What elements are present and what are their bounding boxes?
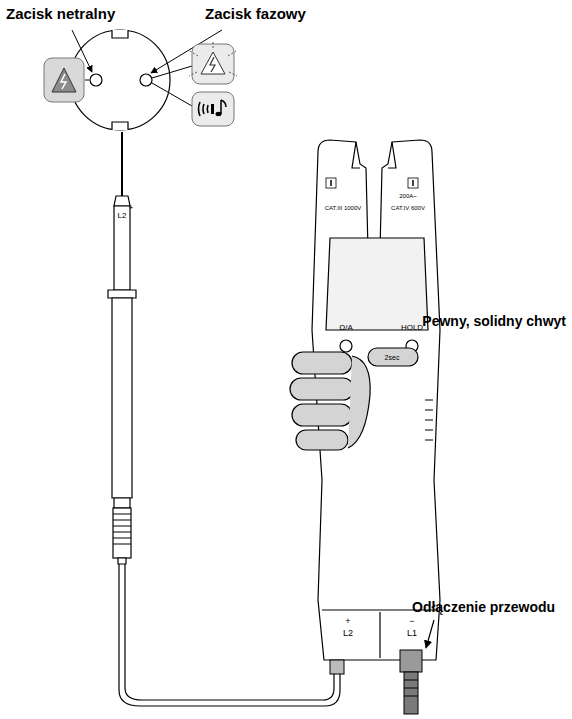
button-label: Ω/A <box>339 324 353 333</box>
button-label: HOLD <box>401 324 423 333</box>
leader-lines <box>152 66 192 78</box>
tester-body <box>408 178 418 188</box>
terminal-marking: + <box>345 617 350 627</box>
tester-body <box>425 410 433 411</box>
socket-face <box>70 30 170 130</box>
phase-lamp-icon <box>189 42 237 76</box>
leader-arrow <box>426 620 434 648</box>
rating-marking: CAT.III 1000V <box>325 205 362 212</box>
socket-face <box>90 74 102 86</box>
socket-face <box>112 122 128 130</box>
test-probe <box>121 132 123 196</box>
tester-body <box>326 238 428 330</box>
phase-lamp-icon <box>192 44 234 84</box>
terminal-marking: L2 <box>118 212 127 221</box>
tester-body <box>425 400 433 401</box>
phase-lamp-icon <box>229 72 237 76</box>
socket-face <box>112 30 128 38</box>
phase-buzzer-icon <box>206 105 208 113</box>
gripping-hand <box>368 348 418 366</box>
phase-lamp-icon <box>201 52 225 74</box>
gripping-hand <box>290 378 354 400</box>
test-probe <box>108 290 136 298</box>
terminal-marking: L1 <box>407 629 417 639</box>
neutral-warning-icon <box>44 58 84 102</box>
phase-buzzer-icon <box>220 100 222 114</box>
phase-lamp-icon <box>190 51 198 56</box>
tester-body <box>330 180 332 186</box>
probe-cable <box>119 564 340 706</box>
cable-plug <box>330 660 344 674</box>
phase-buzzer-icon <box>199 102 201 116</box>
probe-cable <box>125 564 334 700</box>
callout-label: Pewny, solidny chwyt <box>422 314 566 329</box>
terminal-marking: L2 <box>343 629 353 639</box>
neutral-warning-icon <box>52 68 76 92</box>
terminal-marking: + <box>129 204 134 213</box>
leader-lines <box>85 80 89 81</box>
callout-label: Odłączenie przewodu <box>412 600 555 615</box>
tester-body <box>425 420 433 421</box>
phase-buzzer-icon <box>221 100 226 107</box>
tester-body <box>425 440 433 441</box>
tester-body <box>425 400 433 440</box>
test-probe <box>114 498 130 508</box>
test-probe <box>113 544 131 545</box>
tester-body <box>412 180 414 186</box>
button-label: 2sec <box>385 354 400 362</box>
test-probe <box>114 206 130 290</box>
rating-marking: 200A~ <box>399 193 417 200</box>
cable-plug <box>330 650 422 714</box>
tester-body <box>388 142 396 168</box>
test-probe <box>113 514 131 544</box>
tester-body <box>425 430 433 431</box>
test-probe <box>113 514 131 515</box>
cable-plug <box>404 688 418 689</box>
phase-buzzer-icon <box>211 104 214 114</box>
test-probe <box>112 298 132 498</box>
callout-label: Zacisk fazowy <box>205 6 306 23</box>
cable-plug <box>404 672 418 714</box>
test-probe <box>108 132 136 564</box>
callout-label: Zacisk netralny <box>6 6 115 23</box>
test-probe <box>118 558 126 564</box>
gripping-hand <box>348 356 370 448</box>
test-probe <box>113 526 131 527</box>
tester-body <box>340 340 352 352</box>
test-probe <box>114 196 130 206</box>
phase-buzzer-icon <box>192 92 234 126</box>
terminal-marking: − <box>409 617 414 627</box>
gripping-hand <box>292 404 352 426</box>
test-probe <box>113 520 131 521</box>
phase-buzzer-icon <box>199 102 209 116</box>
cable-plug <box>404 696 418 697</box>
socket-face <box>70 30 170 130</box>
phase-buzzer-icon <box>192 92 234 126</box>
phase-buzzer-icon <box>216 112 222 116</box>
phase-buzzer-icon <box>203 104 204 114</box>
tester-body <box>352 142 360 168</box>
neutral-warning-icon <box>61 74 66 89</box>
phase-lamp-icon <box>213 42 214 48</box>
phase-lamp-icon <box>189 72 197 76</box>
test-probe <box>113 538 131 539</box>
gripping-hand <box>296 430 348 450</box>
cable-plug <box>400 650 422 672</box>
test-probe <box>113 532 131 533</box>
phase-lamp-icon <box>189 42 237 84</box>
cable-plug <box>404 680 418 681</box>
leader-lines <box>152 83 192 106</box>
probe-cable <box>119 564 340 706</box>
phase-lamp-icon <box>210 57 215 72</box>
phase-lamp-icon <box>228 51 236 56</box>
leader-arrow <box>426 620 434 648</box>
neutral-warning-icon <box>44 58 84 102</box>
gripping-hand <box>292 352 352 374</box>
socket-face <box>140 74 152 86</box>
tester-body <box>326 178 336 188</box>
tester-body <box>379 612 380 658</box>
rating-marking: CAT.IV 600V <box>391 205 425 212</box>
gripping-hand <box>290 348 418 450</box>
test-probe <box>113 508 131 558</box>
